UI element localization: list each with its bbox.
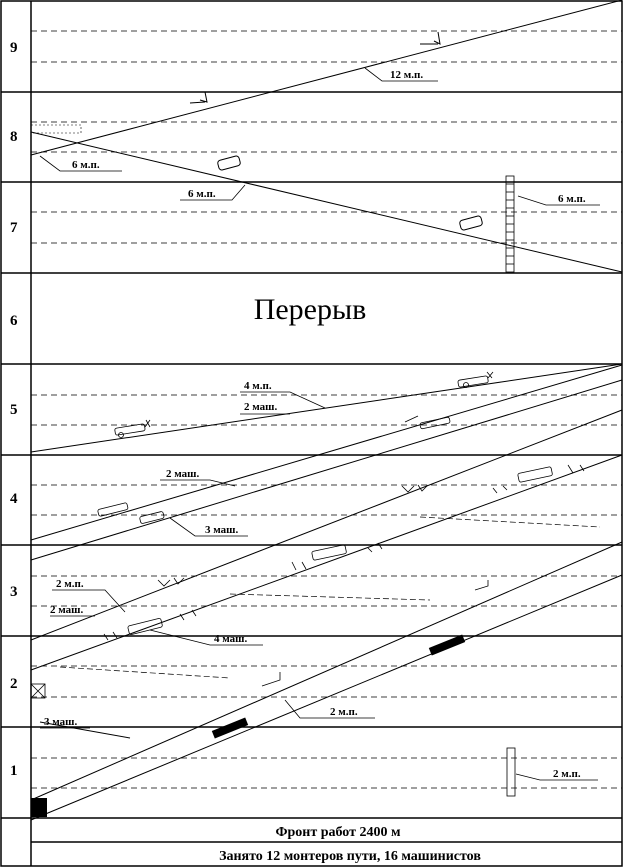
annotation-h3-mach-b: 4 маш. <box>214 633 247 645</box>
hour-label-4: 4 <box>10 491 18 507</box>
hour-label-7: 7 <box>10 220 18 236</box>
hour-1-marker <box>506 747 516 797</box>
rail-link-blocks <box>31 634 466 817</box>
annotation-h8-crew: 6 м.п. <box>72 159 100 171</box>
annotation-h5-crew: 4 м.п. <box>244 380 272 392</box>
annotation-h9-crew: 12 м.п. <box>390 69 423 81</box>
work-front-label: Фронт работ 2400 м <box>275 825 401 840</box>
hour-label-8: 8 <box>10 129 18 145</box>
hour-label-5: 5 <box>10 402 18 418</box>
hours-1-5-leaders <box>40 391 598 781</box>
annotation-h3-crew: 2 м.п. <box>56 578 84 590</box>
hour-label-2: 2 <box>10 676 18 692</box>
annotation-h4-mach-a: 2 маш. <box>166 468 199 480</box>
annotation-h4-mach-b: 3 маш. <box>205 524 238 536</box>
annotation-h7-crew-a: 6 м.п. <box>188 188 216 200</box>
annotation-h2-crew: 2 м.п. <box>330 706 358 718</box>
annotation-h5-mach: 2 маш. <box>244 401 277 413</box>
hours-7-9-work-lines <box>30 0 623 273</box>
annotation-h2-mach: 3 маш. <box>44 716 77 728</box>
hour-label-9: 9 <box>10 40 18 56</box>
hour-label-1: 1 <box>10 763 18 779</box>
hours-7-9-leaders <box>39 67 600 206</box>
hour-labels: 9 8 7 6 5 4 3 2 1 <box>10 40 18 779</box>
hours-1-5-work-lines <box>30 363 623 821</box>
hour-label-6: 6 <box>10 313 18 329</box>
staff-label: Занято 12 монтеров пути, 16 машинистов <box>219 849 481 864</box>
sub-interval-dashed-lines <box>31 30 622 789</box>
annotation-h1-crew: 2 м.п. <box>553 768 581 780</box>
machinery-glyphs <box>30 371 585 699</box>
hour-label-3: 3 <box>10 584 18 600</box>
hour-7-ladder-mark <box>505 175 515 273</box>
annotation-h3-mach: 2 маш. <box>50 604 83 616</box>
annotation-h7-crew-b: 6 м.п. <box>558 193 586 205</box>
break-label: Перерыв <box>254 293 367 326</box>
hour-band-lines <box>1 91 622 843</box>
